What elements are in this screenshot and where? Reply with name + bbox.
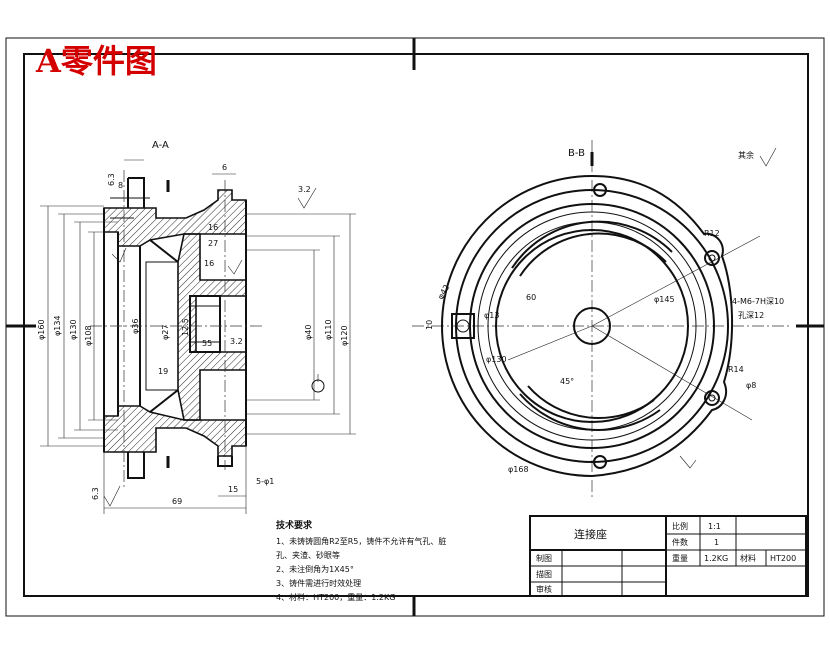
section-view-aa: A-A φ160 φ134: [37, 140, 356, 514]
notes-line-2: 孔、夹渣、砂眼等: [276, 550, 340, 560]
dim-n5d1: 5-φ1: [256, 477, 274, 486]
dim-holes: 4-M6-7H深10: [732, 297, 784, 306]
rough-rest-label: 其余: [738, 150, 754, 160]
circular-view-bb: B-B 其余 φ145 4-M6-7H深10: [412, 140, 790, 500]
dim-d42: φ42: [436, 283, 452, 301]
weight-value: 1.2KG: [704, 554, 728, 563]
dim-d134: φ134: [53, 315, 62, 336]
dim-r14: R14: [728, 365, 744, 374]
part-name: 连接座: [574, 527, 607, 541]
dim-l16b: 16: [208, 223, 218, 232]
draw-label: 制图: [536, 553, 552, 563]
dim-d110: φ110: [324, 319, 333, 340]
dim-d40: φ40: [304, 325, 313, 340]
dim-l69: 69: [172, 497, 182, 506]
dim-d130: φ130: [69, 319, 78, 340]
notes-heading: 技术要求: [276, 519, 313, 531]
dim-l45: 45°: [560, 377, 574, 386]
dim-l8: 8: [118, 181, 123, 190]
technical-notes: 技术要求 1、未铸铸圆角R2至R5，铸件不允许有气孔、脏 孔、夹渣、砂眼等 2、…: [276, 519, 446, 602]
rough-left-bottom: 6.3: [91, 487, 100, 500]
dim-hole-depth: 孔深12: [738, 311, 764, 320]
dim-l19: 19: [158, 367, 168, 376]
view-label: B-B: [568, 148, 585, 159]
notes-line-4: 3、铸件需进行时效处理: [276, 578, 361, 588]
rough-mid: 3.2: [230, 337, 243, 346]
dim-d36: φ36: [131, 319, 140, 334]
material-label: 材料: [740, 553, 756, 563]
check-label: 审核: [536, 584, 552, 594]
notes-line-5: 4、材料：HT200，重量：1.2KG: [276, 592, 395, 602]
dim-l15: 15: [228, 485, 238, 494]
dim-d160: φ160: [37, 319, 46, 340]
qty-label: 件数: [672, 537, 688, 547]
rough-right-top: 3.2: [298, 185, 311, 194]
scale-label: 比例: [672, 521, 688, 531]
dim-l27: 27: [208, 239, 218, 248]
title-block: 连接座 比例 1:1 件数 1 重量 1.2KG 材料 HT200 制图 描图 …: [529, 515, 807, 597]
notes-line-3: 2、未注倒角为1X45°: [276, 564, 354, 574]
dim-r12: R12: [704, 229, 720, 238]
dim-d168: φ168: [508, 465, 529, 474]
material-value: HT200: [770, 554, 796, 563]
notes-line-1: 1、未铸铸圆角R2至R5，铸件不允许有气孔、脏: [276, 536, 446, 546]
dim-l12-5: 12.5: [181, 318, 190, 336]
dim-d27: φ27: [161, 325, 170, 340]
section-label: A-A: [152, 140, 169, 151]
centering-marks: [6, 38, 824, 616]
weight-label: 重量: [672, 553, 688, 563]
dim-d13: φ13: [484, 311, 499, 320]
qty-value: 1: [714, 538, 719, 547]
dim-l60: 60: [526, 293, 536, 302]
rough-left-top: 6.3: [107, 173, 116, 186]
dim-l6: 6: [222, 163, 227, 172]
dim-d130b: φ130: [486, 355, 507, 364]
dim-d145: φ145: [654, 295, 675, 304]
inner-border: [23, 53, 809, 597]
dim-d8: φ8: [746, 381, 756, 390]
dim-n55: 55: [202, 339, 212, 348]
page-title: A零件图: [35, 42, 157, 80]
dim-d120: φ120: [340, 325, 349, 346]
outer-frame: [5, 37, 825, 617]
design-label: 描图: [536, 569, 552, 579]
dim-l10: 10: [425, 320, 434, 330]
scale-value: 1:1: [708, 522, 721, 531]
dim-d108: φ108: [84, 325, 93, 346]
dim-l16: 16: [204, 259, 214, 268]
